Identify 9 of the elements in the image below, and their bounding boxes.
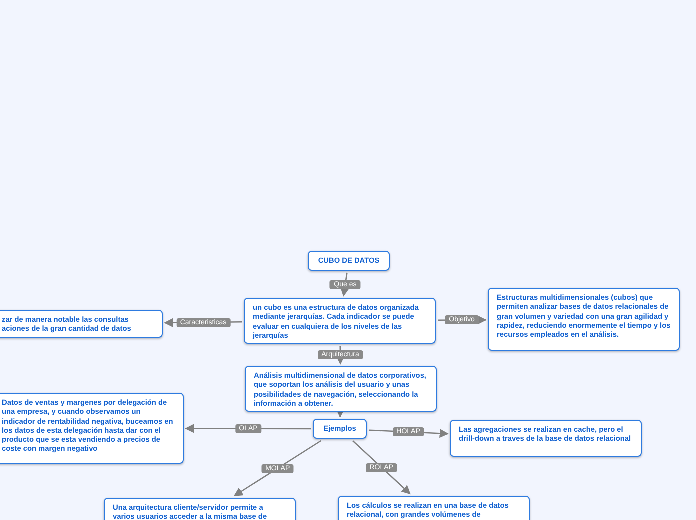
topic-box — [450, 420, 642, 457]
topic-box — [0, 310, 163, 338]
topic-box — [245, 366, 437, 412]
topic-box — [0, 393, 184, 464]
topic-box — [308, 251, 390, 271]
connector-arrow — [234, 440, 322, 497]
topic-box — [488, 288, 680, 351]
topic-box — [244, 298, 436, 344]
topic-box — [313, 419, 367, 439]
